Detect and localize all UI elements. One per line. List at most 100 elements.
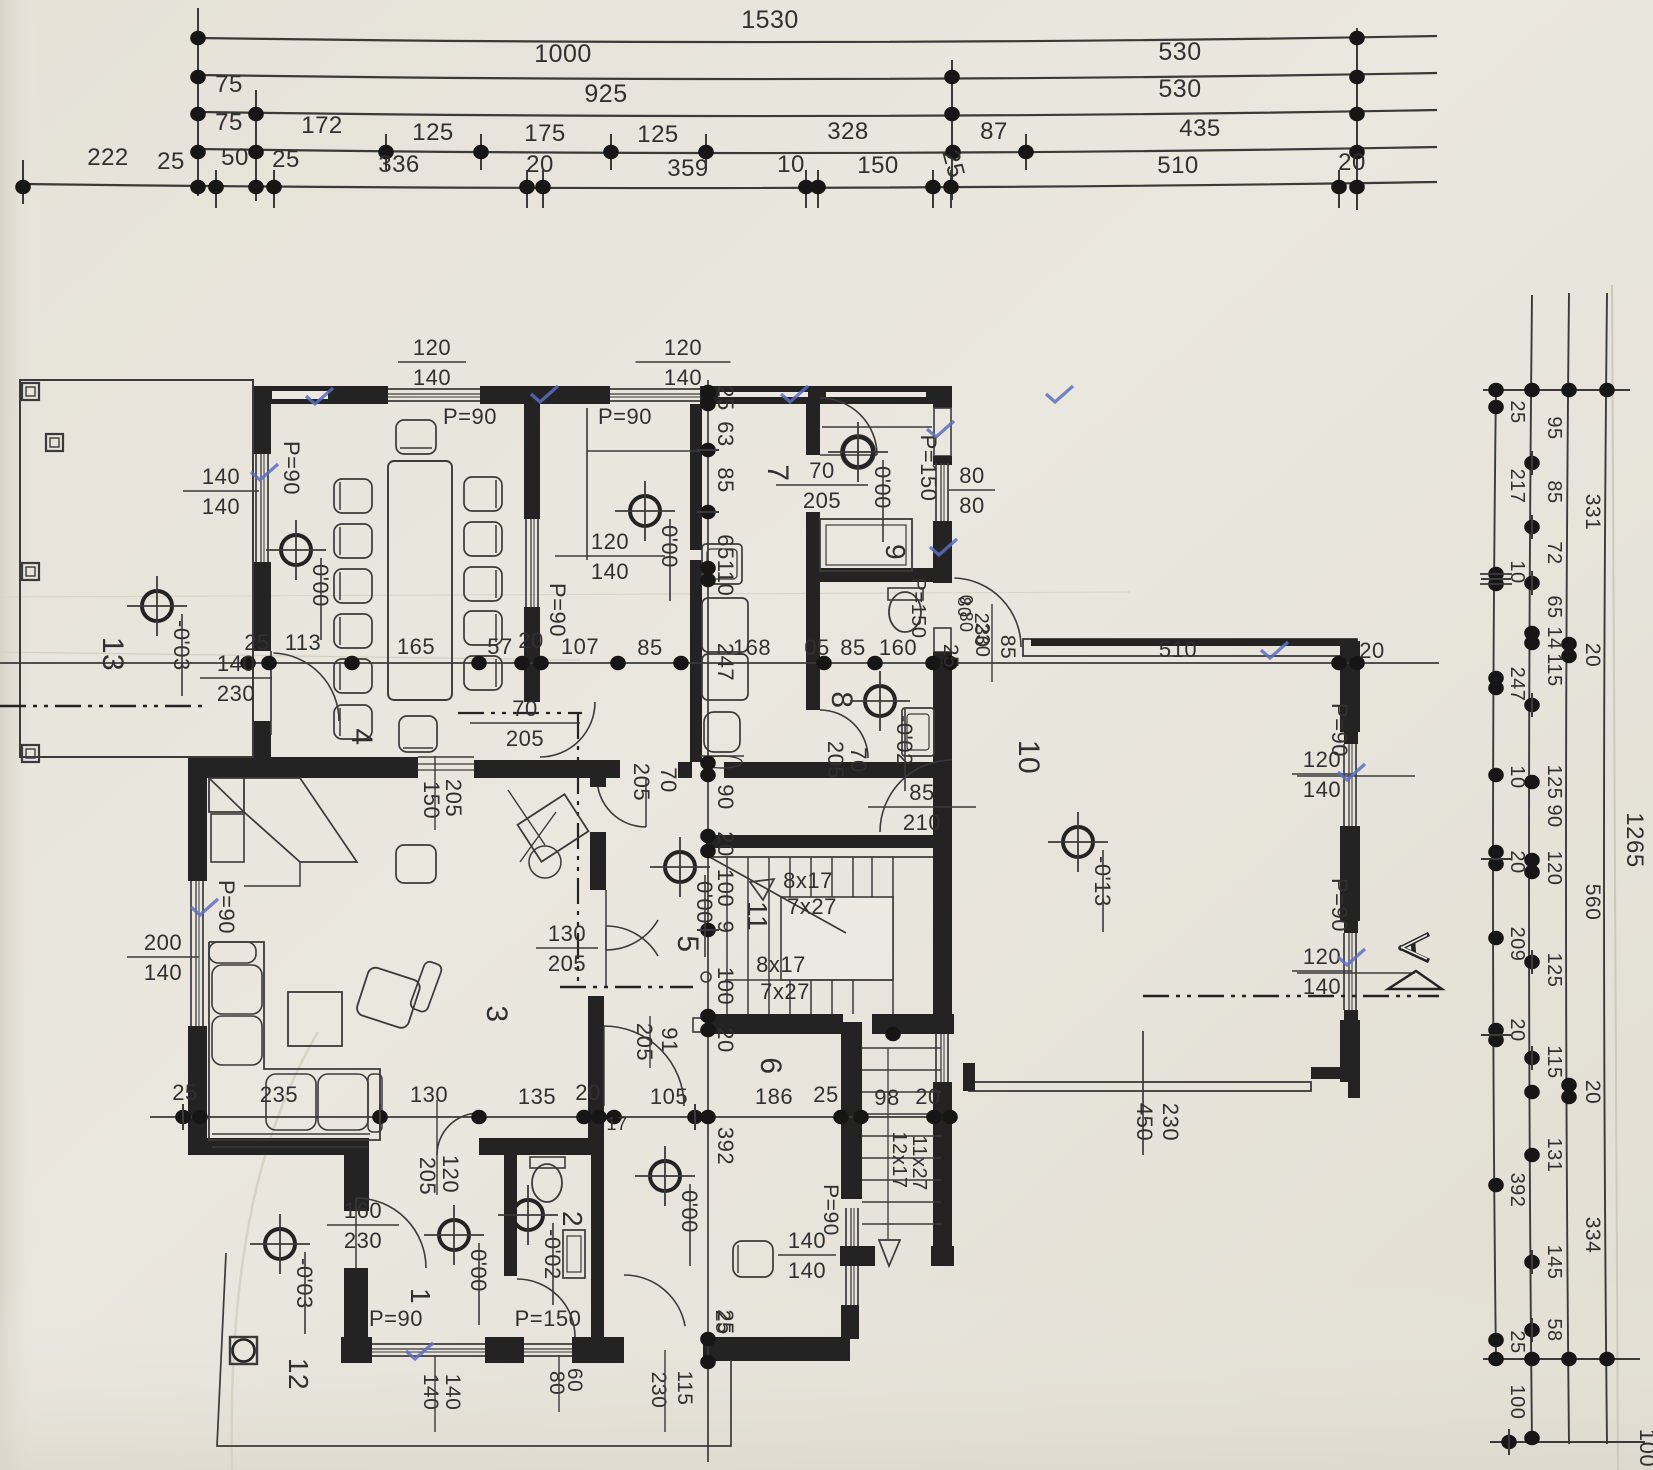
svg-text:435: 435 (1179, 115, 1221, 142)
svg-text:105: 105 (650, 1084, 688, 1109)
svg-text:12: 12 (283, 1358, 314, 1390)
svg-text:7: 7 (761, 464, 794, 481)
svg-text:392: 392 (713, 1127, 738, 1165)
svg-text:140: 140 (1303, 777, 1341, 802)
svg-text:205: 205 (803, 488, 841, 513)
svg-text:20: 20 (1581, 643, 1604, 667)
svg-text:70: 70 (512, 696, 537, 721)
svg-text:120: 120 (1543, 851, 1565, 886)
svg-text:57: 57 (487, 634, 512, 659)
svg-text:20: 20 (1581, 1080, 1604, 1104)
svg-text:160: 160 (344, 1198, 382, 1223)
svg-text:125: 125 (412, 119, 454, 146)
svg-text:8x17: 8x17 (756, 952, 806, 977)
svg-text:12x17: 12x17 (888, 1132, 910, 1189)
svg-text:222: 222 (87, 144, 129, 171)
svg-text:140: 140 (664, 365, 702, 390)
svg-text:125: 125 (1543, 765, 1565, 800)
svg-text:560: 560 (1581, 884, 1604, 921)
svg-text:131: 131 (1543, 1138, 1565, 1173)
svg-text:205: 205 (415, 1157, 440, 1195)
svg-text:205: 205 (629, 763, 654, 801)
svg-text:P=90: P=90 (279, 441, 304, 495)
svg-text:85: 85 (1543, 480, 1565, 503)
svg-text:80: 80 (956, 611, 976, 632)
svg-text:510: 510 (1159, 637, 1197, 662)
svg-text:65: 65 (713, 534, 738, 559)
svg-text:P=90: P=90 (545, 583, 570, 637)
svg-text:10: 10 (1012, 740, 1045, 774)
svg-text:125: 125 (1543, 953, 1565, 988)
svg-text:25: 25 (172, 1080, 197, 1105)
svg-text:13: 13 (96, 637, 129, 671)
svg-text:P=90: P=90 (1327, 878, 1352, 932)
svg-text:85: 85 (637, 635, 662, 660)
svg-text:235: 235 (260, 1082, 298, 1107)
svg-text:120: 120 (591, 529, 629, 554)
svg-text:247: 247 (713, 643, 738, 681)
svg-text:334: 334 (1581, 1217, 1604, 1254)
svg-text:11x27: 11x27 (908, 1135, 930, 1191)
svg-text:115: 115 (1543, 653, 1565, 686)
svg-text:186: 186 (755, 1084, 793, 1109)
svg-text:25: 25 (813, 1082, 838, 1107)
svg-text:9: 9 (880, 544, 911, 560)
svg-text:140: 140 (202, 494, 240, 519)
svg-text:392: 392 (1506, 1173, 1528, 1208)
svg-text:331: 331 (1581, 494, 1604, 531)
svg-text:130: 130 (410, 1082, 448, 1107)
svg-text:113: 113 (285, 630, 322, 655)
svg-text:P=90: P=90 (598, 404, 652, 429)
svg-text:50: 50 (221, 144, 249, 171)
svg-text:120: 120 (1303, 944, 1341, 969)
svg-text:230: 230 (217, 681, 255, 706)
svg-text:130: 130 (548, 921, 586, 946)
svg-text:25: 25 (272, 146, 300, 173)
svg-text:P=150: P=150 (515, 1306, 582, 1331)
svg-text:70: 70 (656, 767, 681, 792)
svg-text:10: 10 (777, 151, 805, 178)
svg-text:140: 140 (441, 1374, 464, 1411)
svg-text:98: 98 (874, 1085, 899, 1110)
svg-text:168: 168 (733, 635, 771, 660)
svg-text:165: 165 (397, 634, 435, 659)
svg-text:25: 25 (939, 644, 962, 668)
svg-text:60: 60 (563, 1368, 586, 1392)
svg-text:200: 200 (144, 930, 182, 955)
svg-text:P=150: P=150 (916, 435, 941, 502)
svg-text:230: 230 (1158, 1103, 1183, 1141)
svg-text:115: 115 (1543, 1045, 1565, 1078)
svg-text:120: 120 (664, 335, 702, 360)
svg-text:140: 140 (591, 559, 629, 584)
svg-text:20: 20 (518, 628, 543, 653)
svg-text:25: 25 (1506, 400, 1528, 423)
svg-text:58: 58 (1543, 1318, 1565, 1341)
svg-text:25: 25 (244, 630, 269, 655)
svg-text:135: 135 (518, 1084, 556, 1109)
svg-text:125: 125 (637, 121, 679, 148)
svg-text:70: 70 (809, 458, 834, 483)
svg-text:450: 450 (1132, 1103, 1157, 1141)
svg-text:80: 80 (545, 1371, 568, 1395)
svg-text:140: 140 (788, 1258, 826, 1283)
svg-text:20: 20 (1506, 850, 1528, 873)
svg-text:530: 530 (1158, 75, 1201, 103)
svg-text:2: 2 (557, 1211, 588, 1227)
svg-text:10: 10 (1506, 765, 1528, 788)
svg-text:209: 209 (1506, 927, 1528, 962)
svg-text:80: 80 (959, 493, 984, 518)
svg-text:140: 140 (413, 365, 451, 390)
svg-text:359: 359 (667, 155, 709, 182)
svg-text:0: 0 (956, 595, 976, 606)
svg-text:205: 205 (548, 951, 586, 976)
svg-text:1530: 1530 (741, 6, 799, 34)
svg-text:14: 14 (1543, 626, 1565, 649)
svg-text:05: 05 (804, 635, 829, 660)
svg-text:20: 20 (713, 1027, 738, 1052)
svg-text:336: 336 (378, 151, 420, 178)
svg-text:120: 120 (438, 1155, 463, 1193)
svg-text:510: 510 (1157, 152, 1199, 179)
svg-text:85: 85 (996, 635, 1019, 659)
svg-text:20: 20 (915, 1084, 940, 1109)
svg-text:100: 100 (713, 967, 738, 1005)
